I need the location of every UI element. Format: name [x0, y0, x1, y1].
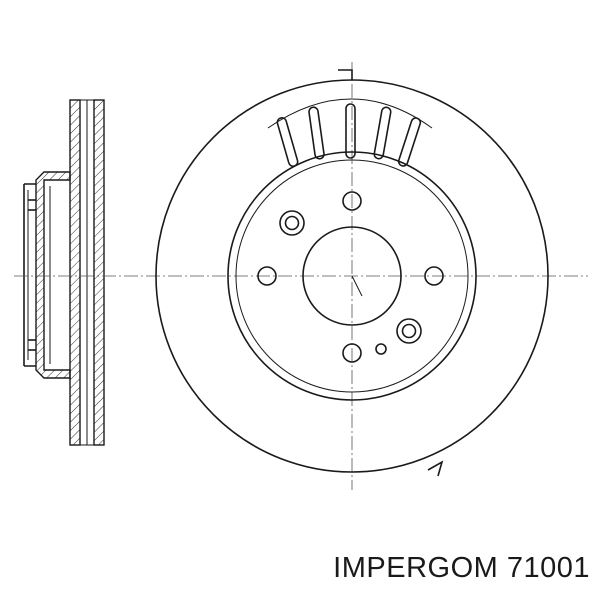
part-number-caption: IMPERGOM 71001 [333, 552, 590, 584]
locating-pin-hole [375, 343, 387, 355]
disc-front-view [155, 69, 549, 477]
friction-plate-left [69, 99, 81, 446]
stud-hole-lower-right [396, 318, 422, 344]
bolt-hole-right [424, 266, 444, 286]
stud-hole-upper-left [279, 210, 305, 236]
ventilation-vanes [267, 98, 433, 168]
disc-side-section-view [23, 99, 105, 446]
bolt-hole-top [342, 191, 362, 211]
hub-hat-section [35, 171, 71, 379]
section-mark-bottom [427, 460, 444, 477]
bolt-hole-left [257, 266, 277, 286]
friction-ring-inner-edge [227, 151, 477, 401]
section-mark-top [338, 69, 353, 80]
center-bore [302, 226, 402, 326]
hat-outer-circle [235, 159, 469, 393]
friction-plate-right [93, 99, 105, 446]
bolt-hole-bottom [342, 343, 362, 363]
